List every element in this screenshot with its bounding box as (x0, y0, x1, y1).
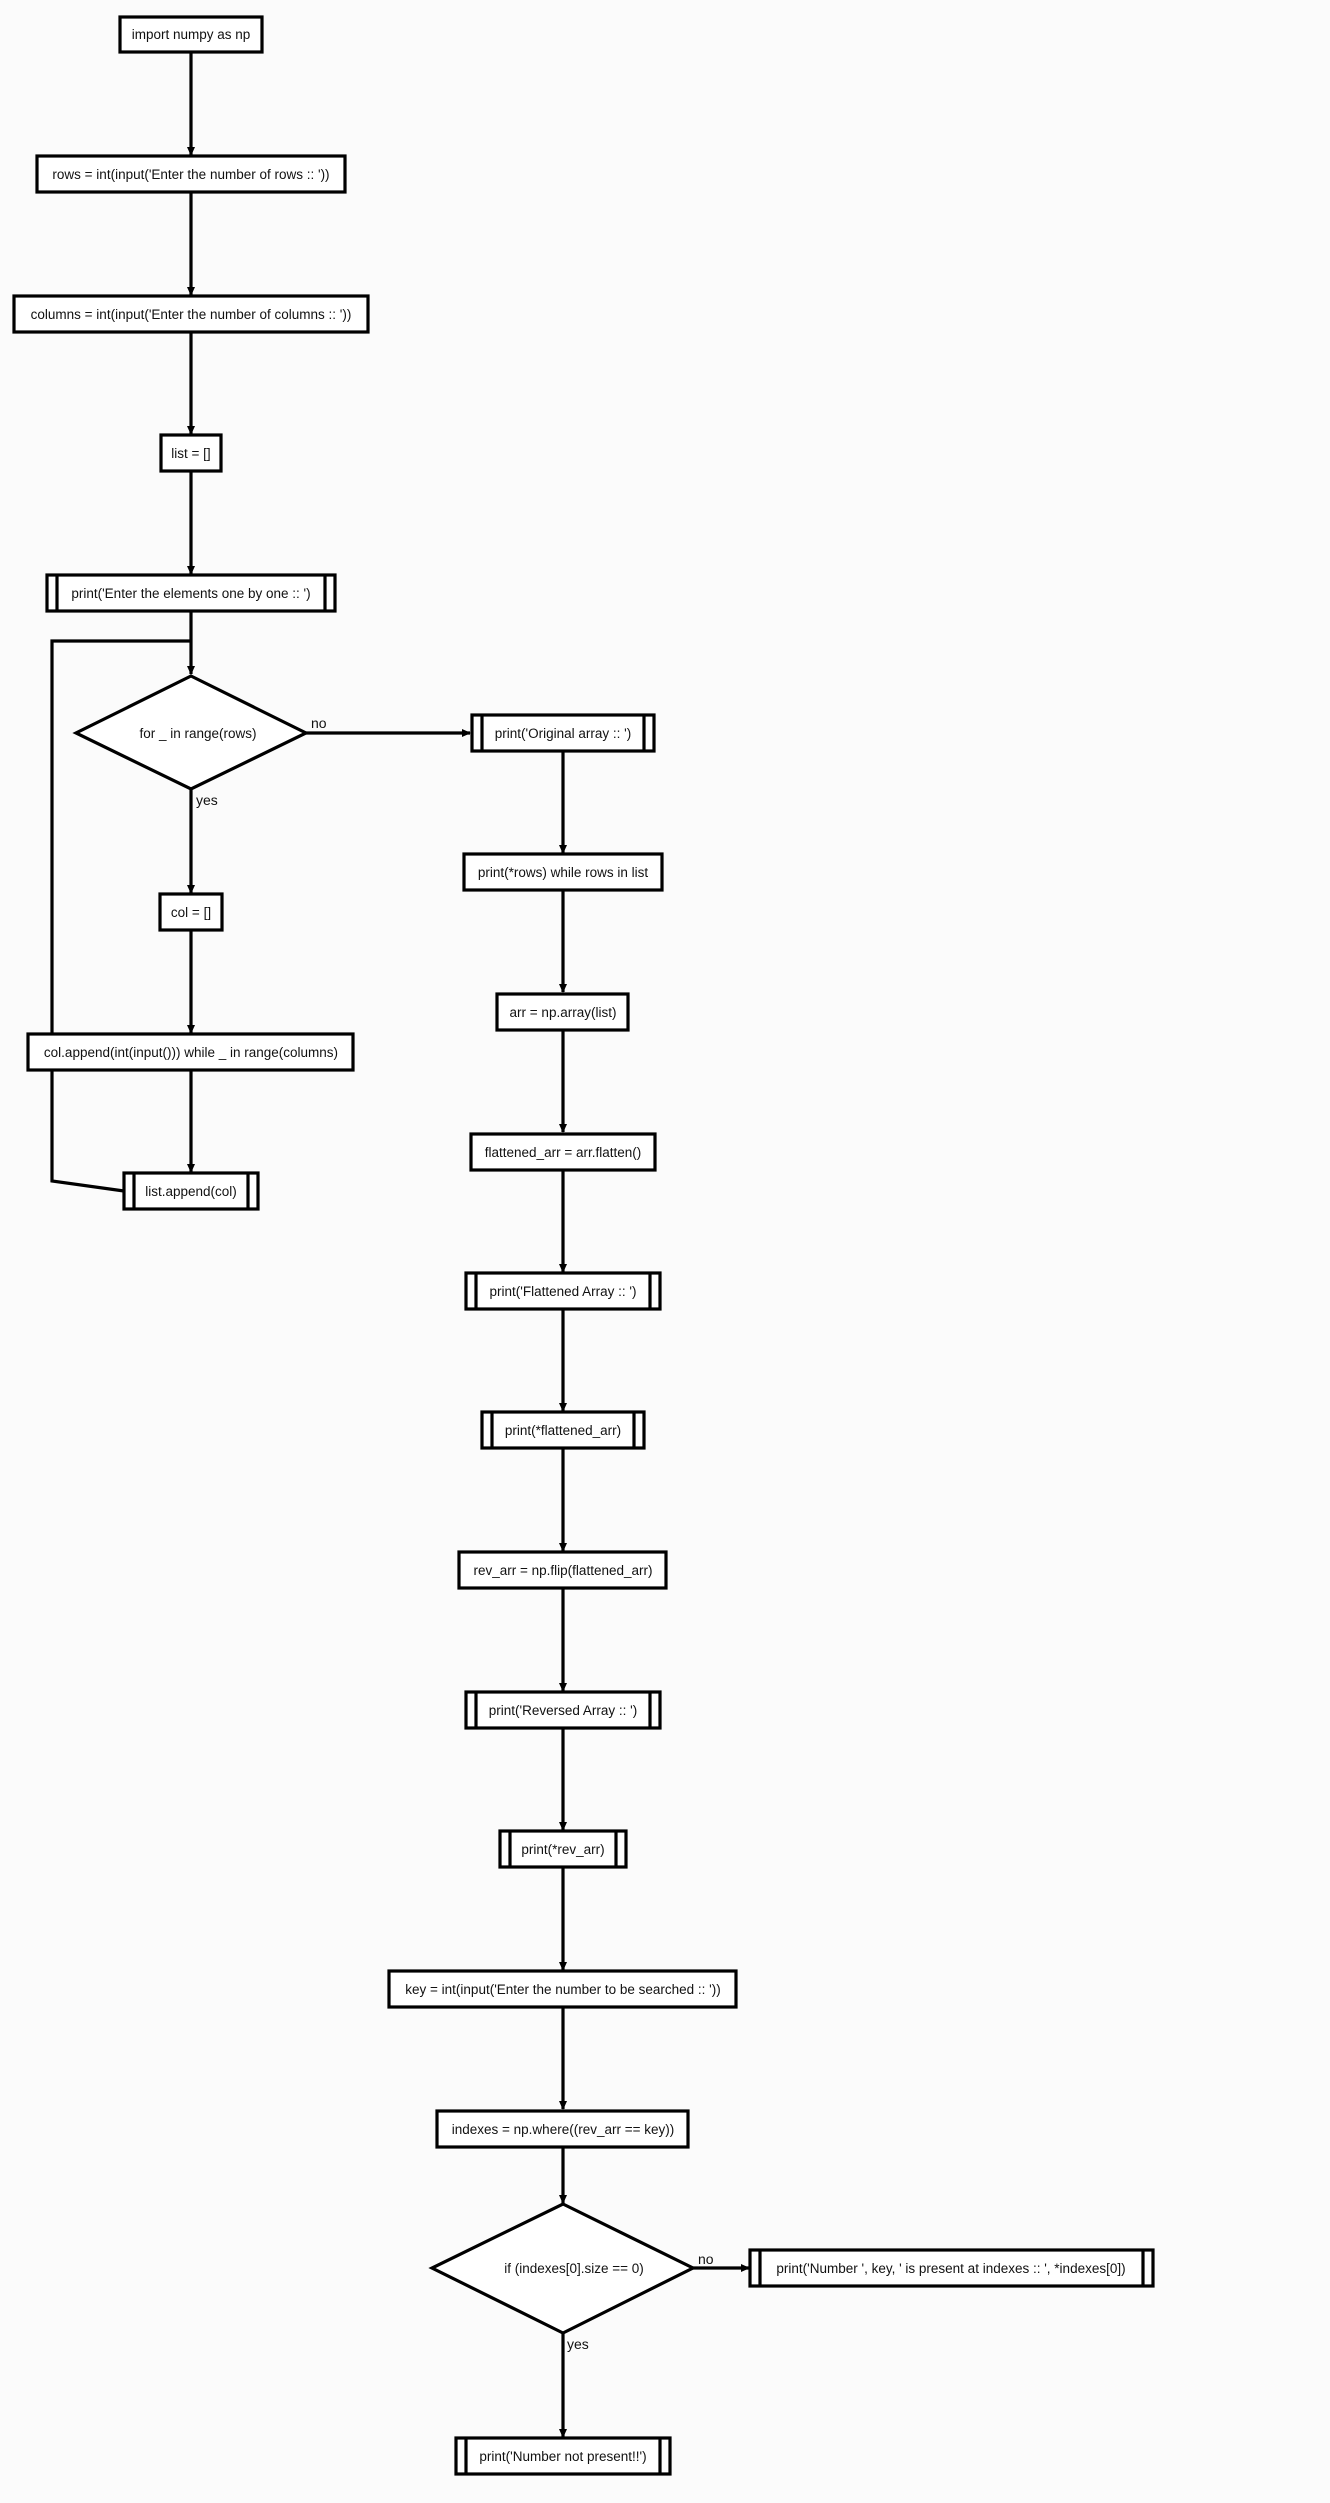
node-list-init-label: list = [] (171, 446, 210, 461)
edge-label-for-yes: yes (196, 792, 218, 808)
node-for-loop-decision: for _ in range(rows) (72, 674, 310, 791)
node-flatten-label: flattened_arr = arr.flatten() (485, 1145, 641, 1160)
node-import-numpy: import numpy as np (118, 15, 264, 54)
node-col-init-label: col = [] (171, 905, 211, 920)
edge-label-for-no: no (311, 715, 327, 731)
node-rows-input: rows = int(input('Enter the number of ro… (35, 154, 347, 194)
node-list-init: list = [] (159, 433, 223, 473)
node-print-enter-elements: print('Enter the elements one by one :: … (45, 573, 337, 613)
node-print-rev-text: print(*rev_arr) (521, 1842, 604, 1857)
node-print-not-present-label: print('Number not present!!') (479, 2449, 646, 2464)
edges (50, 53, 750, 2438)
node-print-present-label: print('Number ', key, ' is present at in… (776, 2261, 1125, 2276)
node-print-reversed-label: print('Reversed Array :: ') (464, 1690, 662, 1730)
node-for-loop-label: for _ in range(rows) (139, 726, 256, 741)
edge-label-if-no: no (698, 2251, 714, 2267)
edge-loop-back (50, 639, 191, 1193)
node-list-append: list.append(col) (122, 1171, 260, 1211)
node-columns-input: columns = int(input('Enter the number of… (12, 294, 370, 334)
node-print-flattened-label-text: print('Flattened Array :: ') (490, 1284, 637, 1299)
node-print-rows: print(*rows) while rows in list (462, 852, 664, 892)
node-print-flattened: print(*flattened_arr) (480, 1410, 646, 1450)
node-print-not-present: print('Number not present!!') (454, 2436, 672, 2476)
node-print-flattened-label: print('Flattened Array :: ') (464, 1271, 662, 1311)
node-key-input-label: key = int(input('Enter the number to be … (405, 1982, 720, 1997)
node-print-original-label: print('Original array :: ') (495, 726, 631, 741)
edge-label-if-yes: yes (567, 2336, 589, 2352)
node-print-reversed-label-text: print('Reversed Array :: ') (489, 1703, 637, 1718)
node-col-append-label: col.append(int(input())) while _ in rang… (44, 1045, 338, 1060)
node-if-decision: if (indexes[0].size == 0) (428, 2202, 697, 2335)
node-col-init: col = [] (158, 892, 224, 932)
node-print-rows-label: print(*rows) while rows in list (478, 865, 649, 880)
node-print-enter-elements-label: print('Enter the elements one by one :: … (71, 586, 310, 601)
node-arr-assign: arr = np.array(list) (495, 992, 630, 1032)
node-print-original: print('Original array :: ') (470, 713, 656, 753)
node-rev-assign-label: rev_arr = np.flip(flattened_arr) (474, 1563, 653, 1578)
node-arr-assign-label: arr = np.array(list) (510, 1005, 617, 1020)
node-if-decision-label: if (indexes[0].size == 0) (504, 2261, 644, 2276)
node-print-present: print('Number ', key, ' is present at in… (748, 2248, 1155, 2288)
node-key-input: key = int(input('Enter the number to be … (387, 1969, 738, 2009)
node-col-append: col.append(int(input())) while _ in rang… (26, 1032, 355, 1072)
node-indexes-assign-label: indexes = np.where((rev_arr == key)) (452, 2122, 674, 2137)
node-indexes-assign: indexes = np.where((rev_arr == key)) (435, 2109, 690, 2149)
node-rev-assign: rev_arr = np.flip(flattened_arr) (457, 1550, 668, 1590)
node-print-rev: print(*rev_arr) (498, 1829, 628, 1869)
node-flatten: flattened_arr = arr.flatten() (469, 1132, 657, 1172)
node-print-flattened-text: print(*flattened_arr) (505, 1423, 621, 1438)
node-columns-input-label: columns = int(input('Enter the number of… (31, 307, 352, 322)
node-import-numpy-label: import numpy as np (132, 27, 251, 42)
node-rows-input-label: rows = int(input('Enter the number of ro… (52, 167, 329, 182)
node-list-append-label: list.append(col) (145, 1184, 237, 1199)
